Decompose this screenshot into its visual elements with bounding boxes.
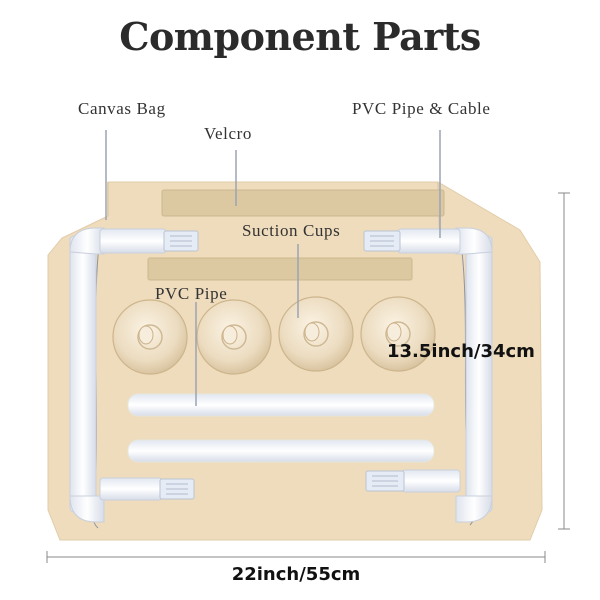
- pvc-pipe-straight: [127, 393, 435, 417]
- suction-cup: [360, 296, 436, 372]
- label-suction-cups: Suction Cups: [242, 221, 341, 240]
- velcro-strip-middle: [147, 257, 413, 281]
- pvc-frame-right: [363, 227, 493, 523]
- pvc-frame-left: [69, 227, 199, 523]
- velcro-strip-top: [161, 189, 445, 217]
- page-title: Component Parts: [119, 14, 481, 59]
- label-pvc-pipe-cable: PVC Pipe & Cable: [352, 99, 491, 118]
- label-canvas-bag: Canvas Bag: [78, 99, 166, 118]
- label-velcro: Velcro: [204, 124, 252, 143]
- height-dimension-line: [558, 192, 570, 530]
- height-dimension-label: 13.5inch/34cm: [387, 341, 535, 362]
- width-dimension-label: 22inch/55cm: [231, 564, 361, 585]
- suction-cup: [278, 296, 354, 372]
- label-pvc-pipe: PVC Pipe: [155, 284, 228, 303]
- width-dimension-line: [46, 551, 546, 563]
- leader-lines: [105, 130, 441, 406]
- suction-cup: [196, 299, 272, 375]
- suction-cup: [112, 299, 188, 375]
- pvc-pipe-straight: [127, 439, 435, 463]
